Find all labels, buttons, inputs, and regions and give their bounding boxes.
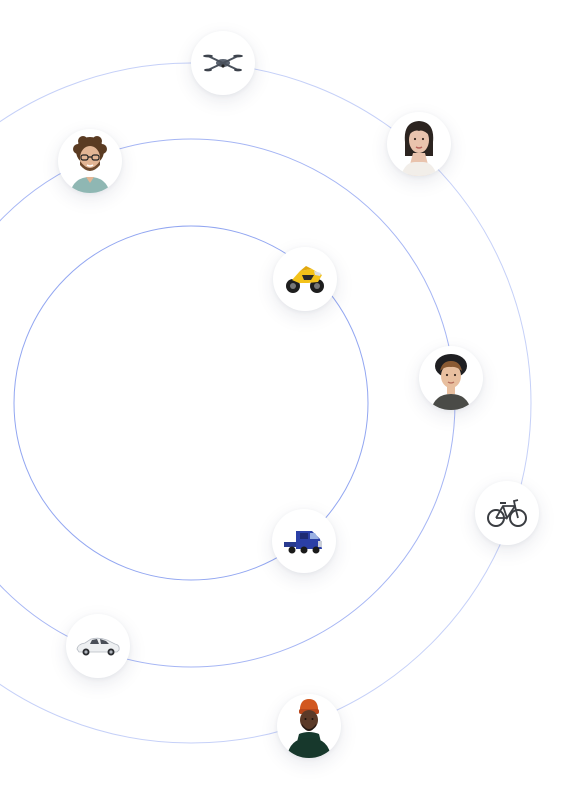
motorcycle-node — [273, 247, 337, 311]
drone-icon — [203, 54, 243, 72]
curly-man-avatar-node — [58, 129, 122, 193]
car-icon — [76, 637, 120, 656]
inner-orbit — [13, 225, 369, 581]
motorcycle-icon — [286, 266, 324, 293]
young-man-avatar-node — [419, 346, 483, 410]
truck-icon — [284, 531, 322, 554]
middle-orbit — [0, 138, 456, 668]
truck-node — [272, 509, 336, 573]
young-man-avatar — [431, 354, 471, 410]
drone-node — [191, 31, 255, 95]
man-beanie-avatar — [287, 699, 331, 758]
curly-man-avatar — [70, 136, 110, 193]
bicycle-node — [475, 481, 539, 545]
woman-avatar — [401, 121, 437, 176]
bicycle-icon — [487, 499, 527, 527]
woman-avatar-node — [387, 112, 451, 176]
car-node — [66, 614, 130, 678]
man-beanie-avatar-node — [277, 694, 341, 758]
